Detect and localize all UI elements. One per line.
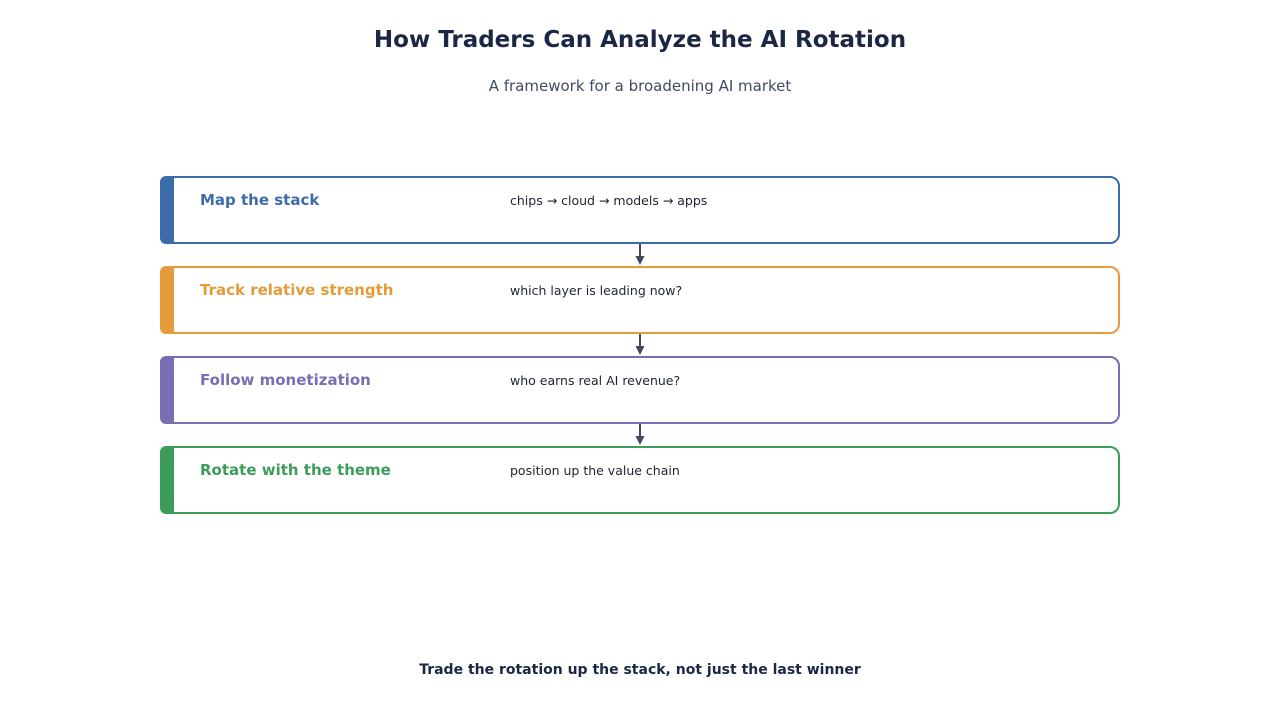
step-track-relative-strength: Track relative strength which layer is l… bbox=[160, 266, 1120, 334]
step-label: Rotate with the theme bbox=[200, 461, 391, 479]
step-map-the-stack: Map the stack chips → cloud → models → a… bbox=[160, 176, 1120, 244]
step-accent-bar bbox=[160, 176, 174, 244]
flow-arrow bbox=[635, 244, 645, 265]
step-accent-bar bbox=[160, 266, 174, 334]
diagram-subtitle: A framework for a broadening AI market bbox=[488, 77, 792, 95]
step-follow-monetization: Follow monetization who earns real AI re… bbox=[160, 356, 1120, 424]
flow-arrow bbox=[635, 424, 645, 445]
step-description: position up the value chain bbox=[510, 463, 680, 478]
step-description: who earns real AI revenue? bbox=[510, 373, 681, 388]
step-label: Follow monetization bbox=[200, 371, 371, 389]
step-accent-bar bbox=[160, 356, 174, 424]
diagram-title: How Traders Can Analyze the AI Rotation bbox=[373, 27, 907, 53]
flow-arrow bbox=[635, 334, 645, 355]
step-label: Map the stack bbox=[200, 191, 320, 209]
step-description: chips → cloud → models → apps bbox=[510, 193, 708, 208]
step-label: Track relative strength bbox=[200, 281, 394, 299]
step-description: which layer is leading now? bbox=[510, 283, 683, 298]
step-accent-bar bbox=[160, 446, 174, 514]
step-rotate-with-the-theme: Rotate with the theme position up the va… bbox=[160, 446, 1120, 514]
footer-takeaway: Trade the rotation up the stack, not jus… bbox=[419, 662, 861, 678]
